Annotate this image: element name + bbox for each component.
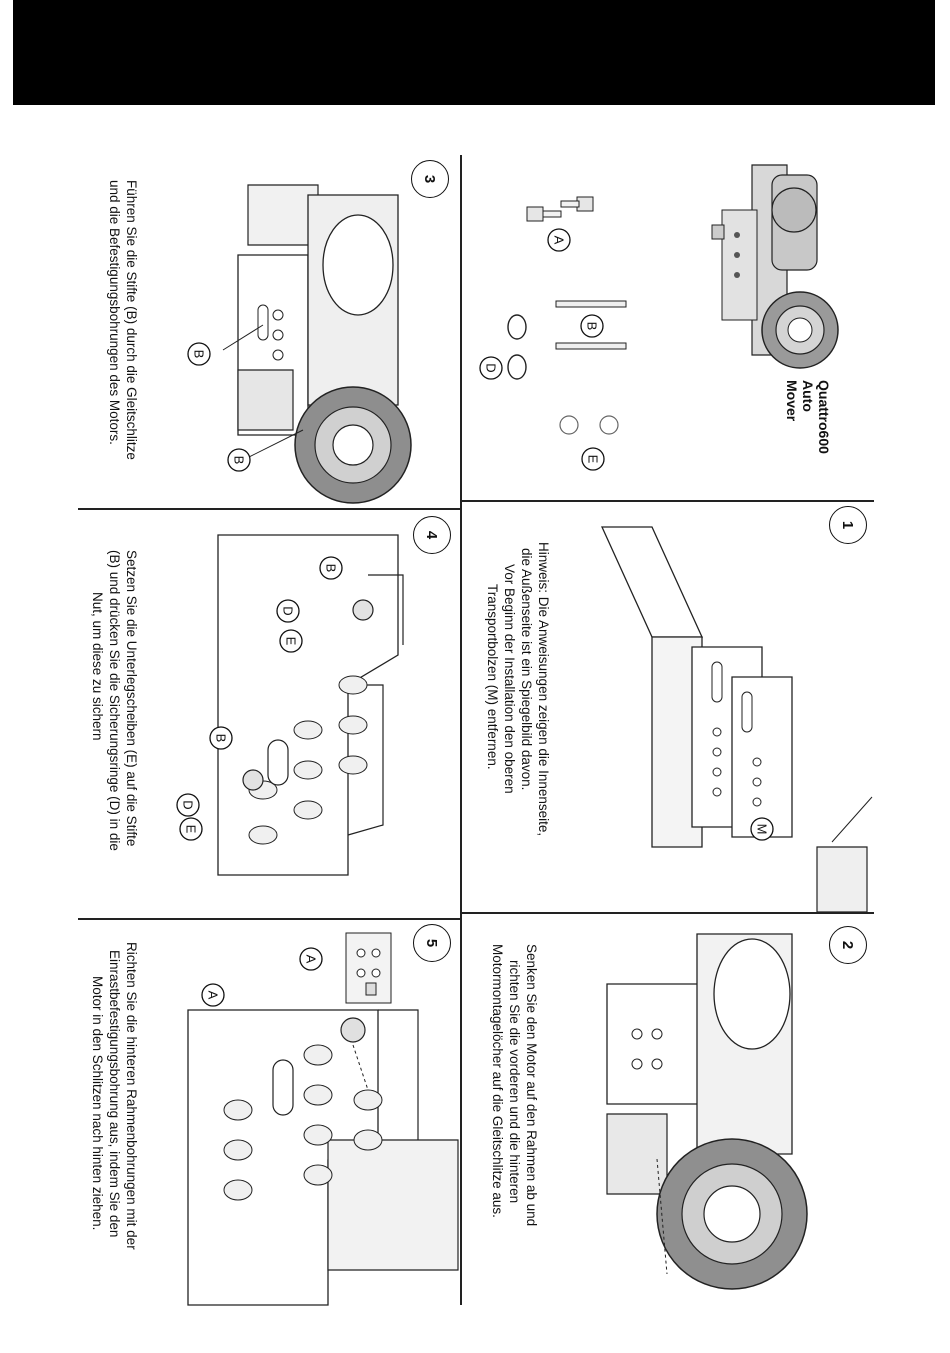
step-4-label-d-upper: D [275, 598, 301, 624]
row-divider-left-1 [78, 508, 460, 510]
step-4-caption-line: Nut, um diese zu sichern [90, 592, 105, 741]
product-title-line1: Quattro600 [816, 380, 832, 454]
product-title-line2: Auto Mover [784, 380, 816, 422]
step-2-panel: 2 Senken Sie den Motor auf den Rahmen ab… [462, 914, 874, 1309]
part-label-e: E [586, 455, 601, 464]
step-3-caption: Führen Sie die Stifte (B) durch die Glei… [106, 180, 140, 460]
svg-text:A: A [206, 991, 221, 1000]
part-a-bolts: A [517, 195, 597, 265]
step-2-number: 2 [829, 926, 867, 964]
step-4-label-e-lower: E [178, 816, 204, 842]
step-4-label-e-upper: E [278, 628, 304, 654]
column-divider [460, 155, 462, 1305]
part-b-pins: B [552, 295, 642, 385]
step-4-number: 4 [413, 516, 451, 554]
step-1-panel: 1 Hinweis: Die Anweisungen zeigen die In… [462, 502, 874, 912]
step-1-label-m: M [755, 824, 770, 835]
svg-text:D: D [181, 800, 196, 809]
svg-text:B: B [214, 734, 229, 743]
svg-text:B: B [324, 564, 339, 573]
step-5-label-a-inset: A [298, 946, 324, 972]
svg-text:B: B [232, 456, 247, 465]
step-1-caption-line: Transportbolzen (M) entfernen. [485, 584, 500, 770]
svg-text:B: B [192, 350, 207, 359]
step-5-caption-line: Richten Sie die hinteren Rahmenbohrungen… [124, 942, 139, 1250]
motor-illustration [712, 155, 842, 385]
step-4-label-b-lower: B [208, 725, 234, 751]
step-5-caption-line: Motor in den Schlitzen nach hinten ziehe… [90, 976, 105, 1231]
part-d-circlips: D [477, 315, 537, 385]
step-1-caption-line: Vor Beginn der Installation den oberen [502, 564, 517, 794]
step-3-number: 3 [411, 160, 449, 198]
step-4-illustration [208, 535, 438, 915]
step-4-caption-line: Setzen Sie die Unterlegscheiben (E) auf … [124, 550, 139, 847]
step-1-illustration: M [592, 517, 872, 912]
step-3-caption-line: und die Befestigungsbohrungen des Motors… [107, 180, 122, 445]
step-4-label-b-upper: B [318, 555, 344, 581]
step-5-inset-illustration [336, 928, 396, 1013]
part-e-washers: E [557, 413, 627, 473]
step-3-illustration [218, 175, 408, 505]
step-4-label-d-lower: D [175, 792, 201, 818]
step-4-caption-line: (B) und drücken Sie die Sicherungsringe … [107, 550, 122, 851]
step-2-caption-line: richten Sie die vorderen und die hintere… [507, 960, 522, 1204]
step-2-caption: Senken Sie den Motor auf den Rahmen ab u… [489, 944, 540, 1226]
step-3-label-b-lower: B [226, 447, 252, 473]
step-2-caption-line: Motormontagelöcher auf die Gleitschlitze… [490, 944, 505, 1218]
part-label-b: B [585, 322, 600, 331]
step-4-panel: 4 Setzen Sie die Unterlegscheiben (E) au… [78, 510, 460, 918]
step-2-number-text: 2 [839, 940, 857, 950]
part-label-a: A [552, 236, 567, 245]
row-divider-right-2 [462, 912, 874, 914]
svg-text:A: A [304, 955, 319, 964]
step-3-label-b-upper: B [186, 341, 212, 367]
step-5-panel: 5 Richten Sie die hinteren Rahmenbohrung… [78, 920, 460, 1305]
step-1-caption-line: Hinweis: Die Anweisungen zeigen die Inne… [536, 542, 551, 837]
product-title: Quattro600 Auto Mover [784, 380, 832, 454]
step-3-caption-line: Führen Sie die Stifte (B) durch die Glei… [124, 180, 139, 460]
svg-text:E: E [284, 637, 299, 646]
header-bar [13, 0, 935, 105]
step-5-caption: Richten Sie die hinteren Rahmenbohrungen… [89, 942, 140, 1250]
svg-text:E: E [184, 825, 199, 834]
step-5-illustration [178, 1000, 458, 1305]
parts-panel: Quattro600 Auto Mover A B D [462, 155, 874, 500]
step-5-number-text: 5 [423, 938, 441, 948]
row-divider-right-1 [462, 500, 874, 502]
step-5-caption-line: Einrastbefestigungsbohrung aus, indem Si… [107, 950, 122, 1238]
step-1-number: 1 [829, 506, 867, 544]
step-5-number: 5 [413, 924, 451, 962]
step-3-number-text: 3 [421, 174, 439, 184]
step-5-label-a: A [200, 982, 226, 1008]
svg-text:D: D [281, 606, 296, 615]
part-label-d: D [484, 363, 499, 372]
step-1-caption-line: die Außenseite ist ein Spiegelbild davon… [519, 548, 534, 791]
step-3-panel: 3 Führen Sie die Stifte (B) durch die Gl… [78, 155, 460, 508]
step-2-illustration [597, 924, 797, 1309]
step-2-caption-line: Senken Sie den Motor auf den Rahmen ab u… [524, 944, 539, 1227]
step-4-caption: Setzen Sie die Unterlegscheiben (E) auf … [89, 550, 140, 851]
step-1-caption: Hinweis: Die Anweisungen zeigen die Inne… [484, 542, 552, 836]
row-divider-left-2 [78, 918, 460, 920]
